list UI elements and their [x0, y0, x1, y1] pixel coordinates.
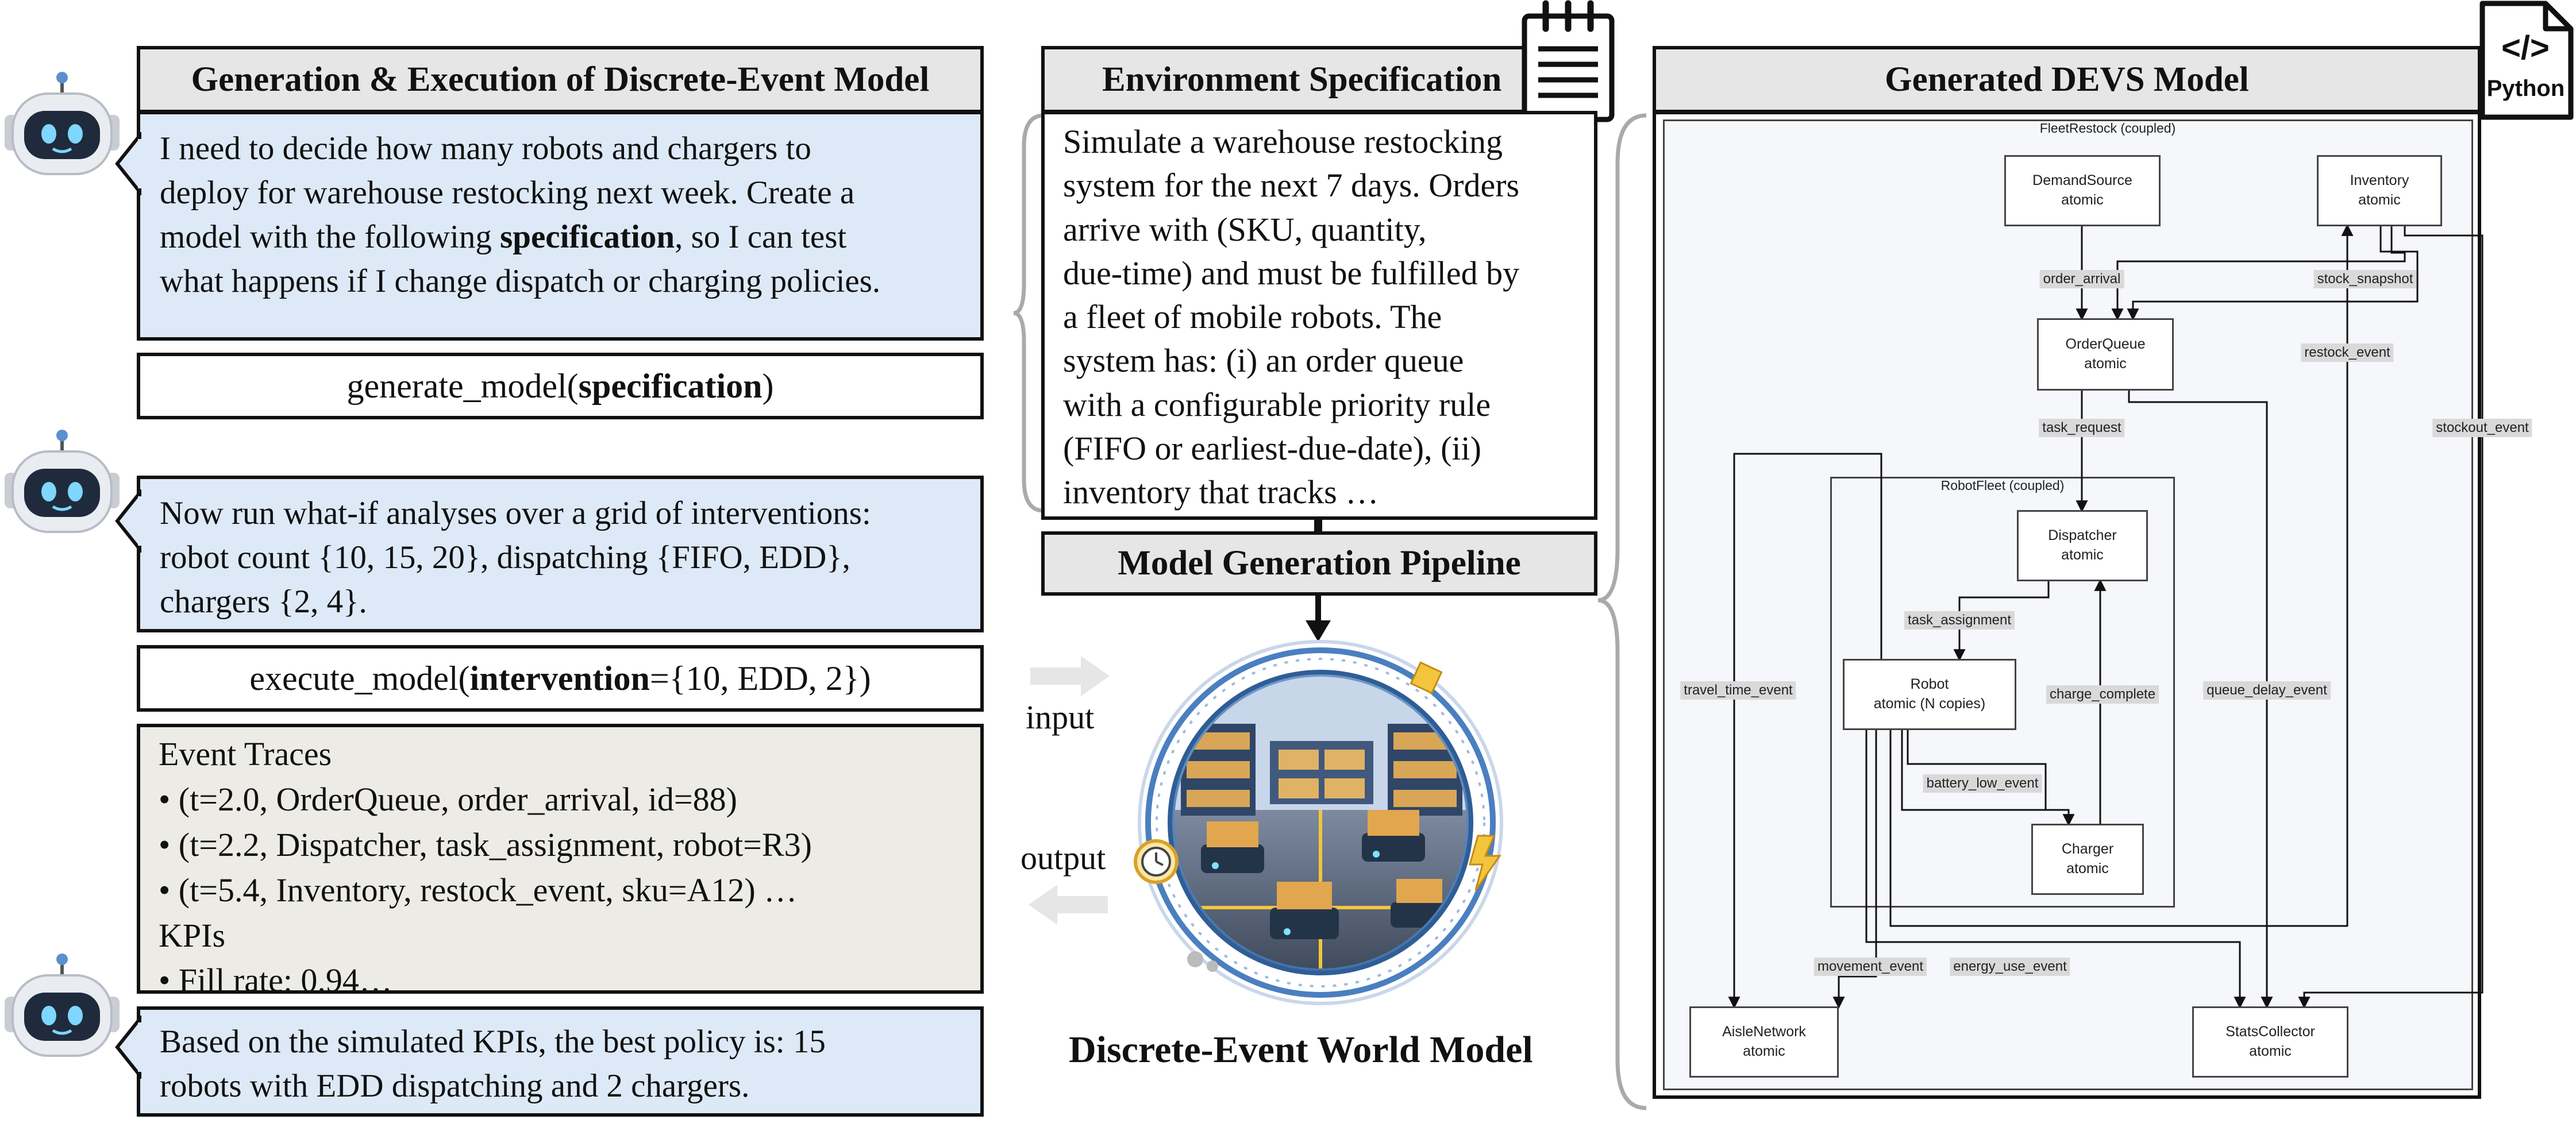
edge-label-energy-use-event: energy_use_event	[1950, 958, 2070, 976]
python-file-icon	[2479, 1, 2574, 120]
user-message-specification: I need to decide how many robots and cha…	[137, 111, 984, 341]
msg1-line-4: what happens if I change dispatch or cha…	[160, 263, 881, 299]
edge-label-task-request: task_request	[2039, 419, 2125, 437]
env-line-7: with a configurable priority rule	[1063, 385, 1491, 423]
trace-line-4: • (t=5.4, Inventory, restock_event, sku=…	[159, 871, 798, 909]
assistant-robot-avatar-1	[5, 72, 120, 175]
trace-line-5: KPIs	[159, 916, 226, 954]
speech-tail-2	[115, 489, 141, 553]
msg1-line-3: model with the following specification, …	[160, 218, 847, 255]
env-line-5: a fleet of mobile robots. The	[1063, 298, 1442, 336]
left-panel-header: Generation & Execution of Discrete-Event…	[137, 46, 984, 113]
assistant-robot-avatar-3	[5, 954, 120, 1057]
edge-label-restock-event: restock_event	[2301, 343, 2394, 362]
msg1-line-1: I need to decide how many robots and cha…	[160, 130, 811, 167]
edge-label-travel-time-event: travel_time_event	[1680, 681, 1796, 700]
python-code-glyph: </>	[2501, 29, 2550, 67]
msg1-line-2: deploy for warehouse restocking next wee…	[160, 174, 855, 211]
msg2-line-3: chargers {2, 4}.	[160, 583, 367, 620]
env-line-9: inventory that tracks …	[1063, 473, 1379, 511]
speech-tail-1	[115, 132, 141, 195]
devs-brace	[1597, 113, 1647, 1110]
output-label: output	[1021, 839, 1106, 877]
input-arrow-icon	[1030, 656, 1110, 696]
notepad-icon	[1522, 0, 1615, 122]
env-line-1: Simulate a warehouse restocking	[1063, 123, 1503, 160]
edge-label-queue-delay-event: queue_delay_event	[2203, 681, 2331, 700]
connector-spec-pipeline	[1314, 519, 1322, 533]
env-line-2: system for the next 7 days. Orders	[1063, 167, 1520, 204]
answer-line-1: Based on the simulated KPIs, the best po…	[160, 1024, 826, 1060]
python-label: Python	[2486, 76, 2565, 101]
msg2-line-1: Now run what-if analyses over a grid of …	[160, 495, 871, 531]
input-label: input	[1026, 698, 1095, 736]
msg2-line-2: robot count {10, 15, 20}, dispatching {F…	[160, 539, 850, 576]
trace-line-1: Event Traces	[159, 735, 332, 773]
trace-line-6: • Fill rate: 0.94…	[159, 962, 392, 999]
trace-line-3: • (t=2.2, Dispatcher, task_assignment, r…	[159, 825, 812, 863]
edge-label-stockout-event: stockout_event	[2432, 419, 2532, 437]
edge-label-order-arrival: order_arrival	[2039, 270, 2124, 288]
env-line-6: system has: (i) an order queue	[1063, 342, 1464, 380]
edge-label-battery-low-event: battery_low_event	[1923, 774, 2042, 793]
edge-label-movement-event: movement_event	[1813, 958, 1927, 976]
edge-label-stock-snapshot: stock_snapshot	[2313, 270, 2417, 288]
pipeline-down-arrow	[1306, 595, 1331, 642]
edge-label-task-assignment: task_assignment	[1904, 611, 2015, 630]
speech-tail-3	[115, 1016, 141, 1079]
fleetrestock-title: FleetRestock (coupled)	[2039, 121, 2176, 136]
model-generation-pipeline-header: Model Generation Pipeline	[1041, 531, 1597, 596]
edge-label-charge-complete: charge_complete	[2046, 685, 2159, 704]
env-line-4: due-time) and must be fulfilled by	[1063, 254, 1520, 292]
warehouse-world-model-illustration	[1134, 640, 1503, 1005]
robotfleet-title: RobotFleet (coupled)	[1940, 478, 2065, 493]
assistant-robot-avatar-2	[5, 430, 120, 533]
assistant-answer: Based on the simulated KPIs, the best po…	[137, 1006, 984, 1117]
env-line-8: (FIFO or earliest-due-date), (ii)	[1063, 429, 1481, 467]
env-line-3: arrive with (SKU, quantity,	[1063, 210, 1427, 248]
trace-line-2: • (t=2.0, OrderQueue, order_arrival, id=…	[159, 780, 737, 818]
world-model-label: Discrete-Event World Model	[1069, 1029, 1533, 1071]
event-traces-box: Event Traces • (t=2.0, OrderQueue, order…	[137, 724, 984, 999]
answer-line-2: robots with EDD dispatching and 2 charge…	[160, 1067, 750, 1104]
spec-brace	[1013, 113, 1044, 513]
user-message-what-if: Now run what-if analyses over a grid of …	[137, 476, 984, 632]
generate-model-call: generate_model(specification)	[137, 353, 984, 419]
output-arrow-icon	[1029, 885, 1108, 925]
environment-spec-text: Simulate a warehouse restocking system f…	[1041, 111, 1597, 520]
environment-spec-header: Environment Specification	[1041, 46, 1597, 113]
execute-model-call: execute_model(intervention={10, EDD, 2})	[137, 645, 984, 712]
